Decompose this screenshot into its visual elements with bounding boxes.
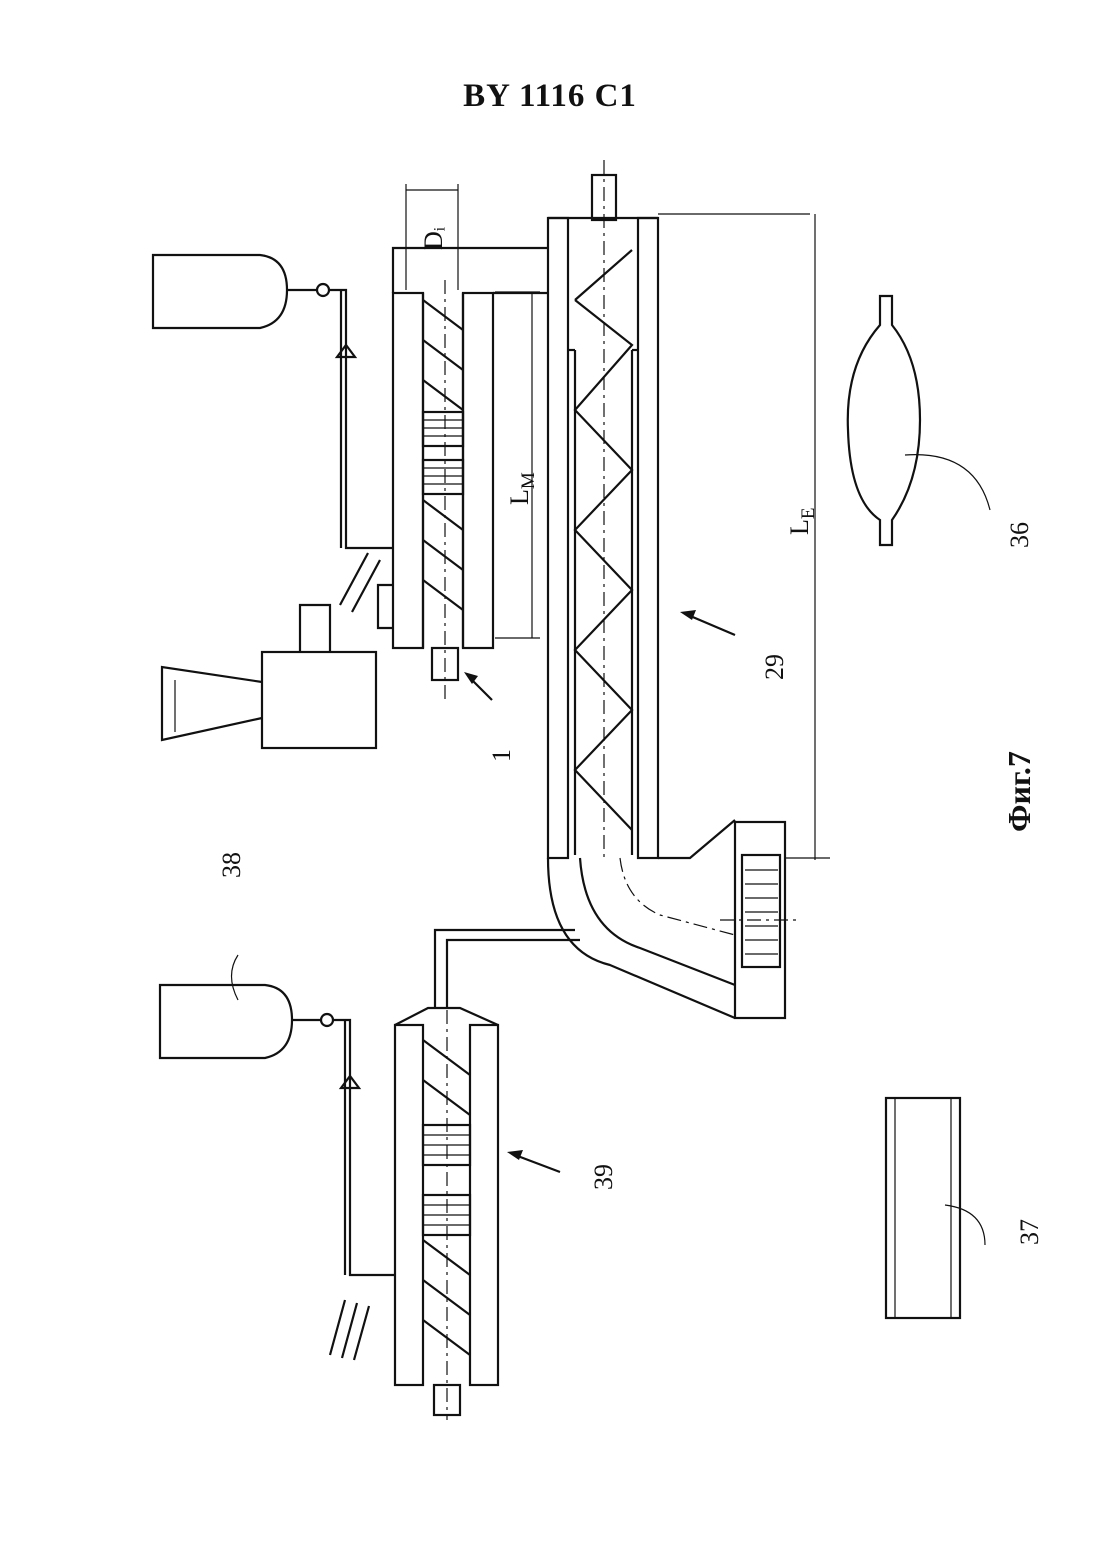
label-extruder-39: 39 [589, 1164, 618, 1190]
label-length-mixer: LM [505, 472, 539, 505]
label-product-36: 36 [1005, 522, 1034, 548]
mixer-extruder [162, 184, 548, 748]
connecting-pipe [435, 930, 580, 1008]
label-tank-38: 38 [217, 852, 246, 878]
product-oval-section [848, 296, 990, 545]
product-strip-section [886, 1098, 985, 1318]
label-extruder-29: 29 [760, 654, 789, 680]
label-diameter: Dᵢ [419, 226, 448, 250]
label-mixer-1: 1 [487, 749, 516, 762]
figure-caption: Фиг.7 [1001, 751, 1037, 832]
lower-liquid-tank [160, 985, 395, 1275]
main-extruder [548, 160, 830, 1018]
second-extruder [330, 1008, 560, 1420]
label-product-37: 37 [1015, 1219, 1044, 1245]
upper-liquid-tank [153, 255, 393, 548]
label-length-extruder: LE [785, 508, 819, 536]
